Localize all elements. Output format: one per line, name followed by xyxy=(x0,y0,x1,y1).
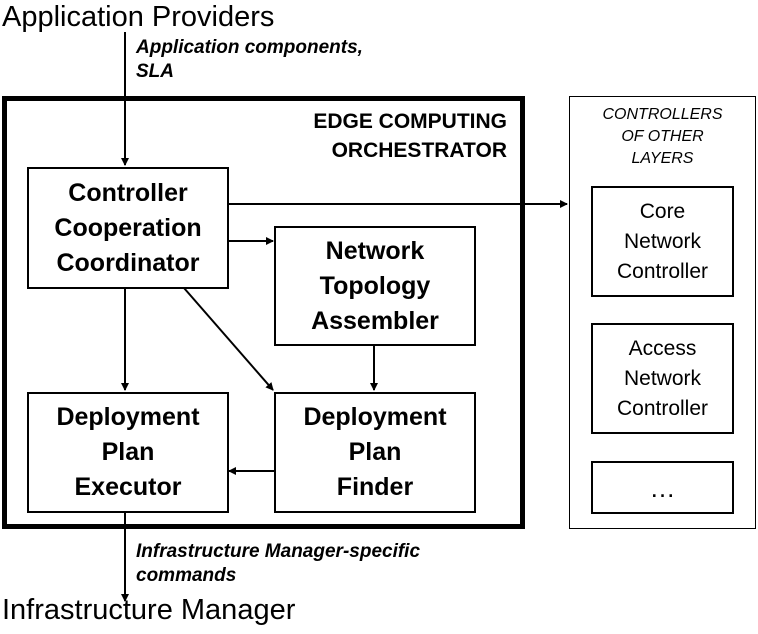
application-providers-label: Application Providers xyxy=(2,1,275,33)
network-topology-assembler-box[interactable]: Network Topology Assembler xyxy=(274,226,476,346)
other-layers-frame xyxy=(569,96,756,529)
access-network-controller-box[interactable]: Access Network Controller xyxy=(591,323,734,434)
controller-cooperation-coordinator-box[interactable]: Controller Cooperation Coordinator xyxy=(27,167,229,289)
arrow-coordinator-to-finder xyxy=(183,287,274,391)
deployment-plan-finder-box[interactable]: Deployment Plan Finder xyxy=(274,392,476,513)
application-components-annotation: Application components, SLA xyxy=(136,37,363,82)
infrastructure-commands-annotation: Infrastructure Manager-specific commands xyxy=(136,541,421,586)
core-network-controller-box[interactable]: Core Network Controller xyxy=(591,186,734,297)
more-controllers-box[interactable]: … xyxy=(591,461,734,514)
orchestrator-frame xyxy=(2,96,525,529)
orchestrator-title: EDGE COMPUTING ORCHESTRATOR xyxy=(313,110,507,162)
deployment-plan-executor-box[interactable]: Deployment Plan Executor xyxy=(27,392,229,513)
infrastructure-manager-label: Infrastructure Manager xyxy=(2,594,296,626)
other-layers-title: CONTROLLERS OF OTHER LAYERS xyxy=(602,106,723,167)
